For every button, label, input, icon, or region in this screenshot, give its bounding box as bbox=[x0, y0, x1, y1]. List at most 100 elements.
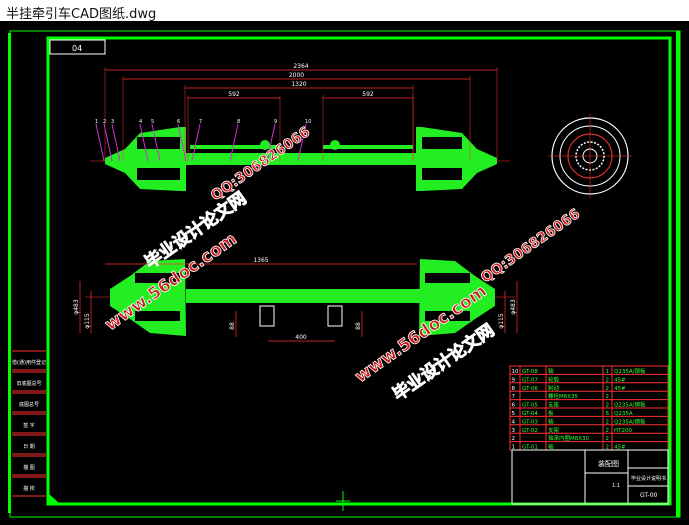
parts-list-material: Q235A bbox=[614, 411, 633, 417]
top-view-assembly bbox=[90, 127, 510, 191]
parts-list-no: 10 bbox=[512, 369, 519, 375]
top-view-dimensions: 2364 2000 1320 592 592 bbox=[104, 63, 498, 161]
parts-list-qty: 2 bbox=[606, 436, 610, 442]
title-bar: 半挂牵引车CAD图纸.dwg bbox=[0, 0, 689, 22]
title-block-drawing-no: GT-00 bbox=[640, 492, 658, 499]
title-block: 装配图 毕业设计说明书 1:1 GT-00 bbox=[511, 449, 669, 505]
parts-list-qty: 2 bbox=[606, 403, 610, 409]
parts-list-qty: 2 bbox=[606, 445, 610, 451]
balloon-number: 5 bbox=[151, 119, 154, 125]
left-column-label: 描 图 bbox=[23, 464, 35, 471]
parts-list-code: GT-05 bbox=[522, 403, 538, 409]
dimension-text: φ115 bbox=[84, 313, 91, 329]
balloon-number: 9 bbox=[274, 119, 277, 125]
parts-list-row: 4 GT-03 轴 2 Q235A/钢板 bbox=[512, 417, 646, 425]
parts-list-name: 轴 bbox=[548, 367, 554, 375]
balloon-leader bbox=[191, 123, 201, 162]
parts-list-code: GT-02 bbox=[522, 428, 538, 434]
parts-list-qty: 1 bbox=[606, 369, 610, 375]
dimension-text: 2000 bbox=[289, 72, 304, 79]
parts-list-row: 1 GT-01 轴 2 45# bbox=[512, 443, 626, 451]
dimension-text: 2364 bbox=[293, 63, 308, 70]
title-block-school: 毕业设计说明书 bbox=[631, 475, 666, 482]
parts-list-code: GT-01 bbox=[522, 445, 538, 451]
balloon-number: 10 bbox=[305, 119, 311, 125]
balloon-number: 8 bbox=[237, 119, 240, 125]
parts-list-material: Q235A/钢板 bbox=[614, 401, 646, 409]
balloon-leader bbox=[151, 123, 161, 162]
parts-list-no: 3 bbox=[512, 428, 516, 434]
parts-list-name: 支架 bbox=[548, 426, 560, 434]
frame-label-box bbox=[49, 39, 106, 55]
parts-list-material: 45# bbox=[614, 386, 626, 392]
parts-list-name: 板 bbox=[548, 409, 554, 417]
balloon-leader bbox=[266, 123, 276, 162]
parts-list-name: 制动 bbox=[548, 384, 560, 392]
window-title: 半挂牵引车CAD图纸.dwg bbox=[6, 7, 157, 22]
balloon-leader bbox=[229, 123, 239, 162]
left-column-label: 底图总号 bbox=[19, 401, 39, 408]
parts-list-no: 4 bbox=[512, 419, 516, 425]
balloon-leader bbox=[177, 123, 187, 162]
balloon-number: 1 bbox=[95, 119, 98, 125]
parts-list-material: 45# bbox=[614, 445, 626, 451]
parts-list-row: 2 轴承内圈M8X30 2 bbox=[512, 434, 610, 442]
parts-list-row: 6 GT-05 支座 2 Q235A/钢板 bbox=[512, 401, 646, 409]
left-column-label: 日 期 bbox=[23, 444, 35, 450]
parts-list-row: 7 螺栓M8X35 2 bbox=[512, 392, 610, 400]
parts-list-name: 螺栓M8X35 bbox=[548, 392, 579, 400]
parts-list-name: 轴 bbox=[548, 417, 554, 425]
wheel-hub-side-view bbox=[548, 114, 632, 198]
dimension-text: φ483 bbox=[73, 299, 80, 315]
dimension-text: 1320 bbox=[291, 81, 306, 88]
dimension-text: 1365 bbox=[253, 257, 268, 264]
balloon-leader bbox=[103, 123, 113, 162]
parts-list-qty: 2 bbox=[606, 419, 610, 425]
parts-list-name: 轮毂 bbox=[548, 375, 560, 383]
parts-list-qty: 2 bbox=[606, 386, 610, 392]
balloon-number: 6 bbox=[177, 119, 180, 125]
parts-list-no: 8 bbox=[512, 386, 516, 392]
parts-list-name: 轴 bbox=[548, 443, 554, 451]
parts-list-name: 轴承内圈M8X30 bbox=[548, 434, 590, 442]
dimension-text: 400 bbox=[295, 334, 307, 341]
parts-list-code: GT-08 bbox=[522, 369, 538, 375]
parts-list-qty: 2 bbox=[606, 394, 610, 400]
parts-list-material: HT200 bbox=[614, 428, 632, 434]
parts-list-no: 7 bbox=[512, 394, 516, 400]
parts-list-no: 1 bbox=[512, 445, 516, 451]
parts-list-code: GT-03 bbox=[522, 419, 538, 425]
parts-list-name: 支座 bbox=[548, 401, 560, 409]
parts-list-no: 6 bbox=[512, 403, 516, 409]
title-block-scale: 1:1 bbox=[612, 483, 620, 489]
center-mark bbox=[336, 491, 350, 511]
frame-edge-left bbox=[8, 33, 11, 513]
parts-list-row: 8 GT-06 制动 2 45# bbox=[512, 384, 626, 392]
left-column-label: 借(通)用件登记 bbox=[12, 359, 46, 366]
balloon-leader bbox=[139, 123, 149, 162]
dimension-text: 592 bbox=[228, 91, 240, 98]
parts-list-qty: 2 bbox=[606, 377, 610, 383]
outer-frame bbox=[9, 30, 681, 518]
parts-list-no: 2 bbox=[512, 436, 516, 442]
left-column-label: 描 校 bbox=[23, 485, 35, 492]
frame-edge-right bbox=[676, 31, 680, 517]
parts-list-material: Q235A/钢板 bbox=[614, 417, 646, 425]
balloon-number: 7 bbox=[199, 119, 202, 125]
dimension-text: 592 bbox=[362, 91, 374, 98]
balloon-leader bbox=[297, 123, 307, 162]
left-column-label: 旧底图总号 bbox=[16, 380, 41, 387]
parts-list-code: GT-06 bbox=[522, 386, 538, 392]
dimension-text: φ115 bbox=[498, 313, 505, 329]
dimension-text: 88 bbox=[355, 322, 362, 330]
frame-label: 04 bbox=[72, 44, 82, 53]
